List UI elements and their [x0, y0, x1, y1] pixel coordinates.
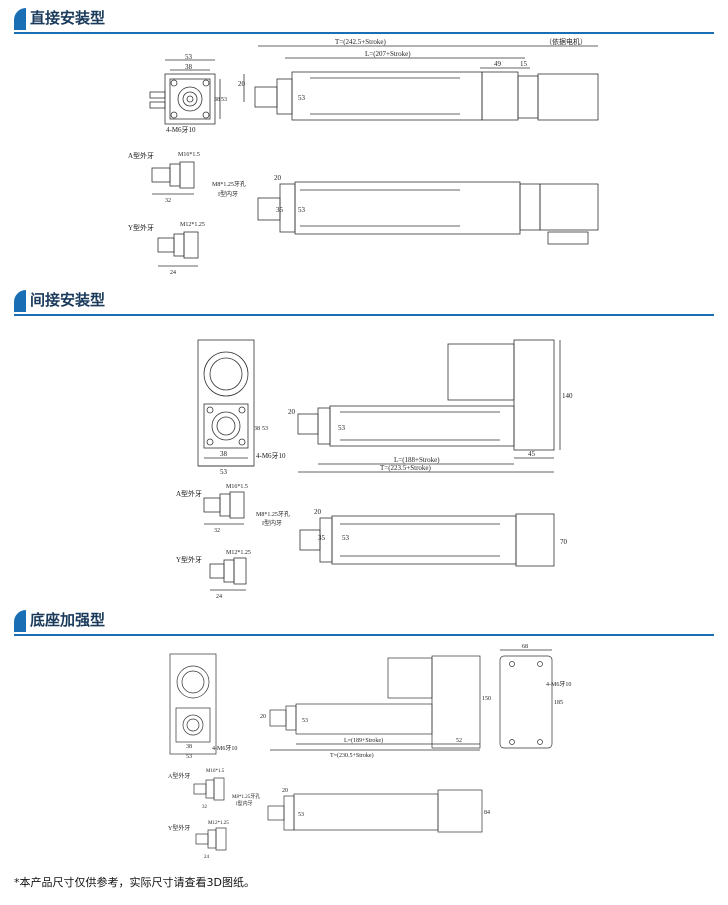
- dim-20: 20: [260, 714, 266, 720]
- dim-15: 15: [520, 60, 528, 68]
- dim-53: 53: [302, 718, 308, 724]
- dim-53: 53: [298, 94, 306, 102]
- dim-length: L=(189+Stroke): [344, 737, 383, 744]
- base-holes: 4-M6牙10: [546, 681, 571, 688]
- a-thread-length: 32: [202, 805, 208, 810]
- thread-details: [151, 161, 199, 267]
- section-tab-marker: [14, 290, 26, 312]
- inner-thread: M8*1.25牙孔: [212, 180, 246, 188]
- section-tab-marker: [14, 8, 26, 30]
- side-dim-53: 53: [342, 534, 350, 542]
- actuator-side-view: [299, 513, 555, 567]
- section-tab-marker: [14, 610, 26, 632]
- y-thread-length: 24: [216, 594, 222, 600]
- dim-holes: 4-M6牙10: [166, 126, 196, 134]
- base-mount-drawing: 38 53 4-M6牙10 20 53 150 L=(189+Stroke) 5…: [168, 644, 571, 860]
- dim-53: 53: [338, 424, 346, 432]
- dim-flange-38v: 38: [214, 97, 220, 103]
- a-thread-spec: M16*1.5: [178, 152, 200, 158]
- side-dim-35: 35: [318, 534, 326, 542]
- actuator-top-view: [269, 655, 481, 751]
- side-dim-53: 53: [298, 812, 304, 818]
- dim-flange-38v: 38: [254, 426, 260, 432]
- section-header-base: 底座加强型: [0, 606, 728, 636]
- section-header-indirect: 间接安装型: [0, 286, 728, 316]
- section-header-direct: 直接安装型: [0, 4, 728, 34]
- a-thread-label: A型外牙: [176, 489, 202, 498]
- flange-front-view: [149, 59, 221, 125]
- a-thread-label: A型外牙: [128, 151, 154, 160]
- side-dim-84: 84: [484, 810, 490, 816]
- base-plate-view: [499, 649, 553, 749]
- section-title: 底座加强型: [30, 611, 106, 629]
- section-rule: [14, 314, 714, 316]
- flange-front-view: [169, 653, 217, 755]
- side-dim-20: 20: [274, 174, 282, 182]
- dim-total: T=(223.5+Stroke): [380, 464, 432, 472]
- y-thread-length: 24: [170, 270, 176, 276]
- dim-total: T=(242.5+Stroke): [335, 38, 387, 46]
- dim-150: 150: [482, 696, 491, 702]
- dim-motor-note: （依据电机）: [545, 37, 587, 46]
- a-thread-length: 32: [165, 198, 171, 204]
- actuator-top-view: [297, 339, 561, 473]
- direct-mount-drawing: 53 38 38 53 4-M6牙10 T=(242.5+Stroke) （依据…: [128, 37, 599, 276]
- dim-flange-38: 38: [185, 63, 193, 71]
- y-thread-label: Y型外牙: [176, 555, 202, 564]
- y-thread-length: 24: [204, 855, 210, 860]
- actuator-side-view: [257, 181, 599, 245]
- dim-20: 20: [238, 80, 246, 88]
- inner-thread-type: I型内牙: [218, 190, 238, 198]
- dim-holes: 4-M6牙10: [212, 745, 237, 752]
- dim-flange-53: 53: [185, 53, 193, 61]
- dim-flange-53: 53: [220, 468, 228, 476]
- actuator-side-view: [267, 789, 483, 833]
- dim-140: 140: [562, 392, 573, 400]
- dim-total: T=(230.5+Stroke): [330, 752, 374, 759]
- dim-flange-53v: 53: [262, 426, 268, 432]
- inner-thread: M8*1.25牙孔: [256, 510, 290, 518]
- y-thread-label: Y型外牙: [128, 223, 154, 232]
- thread-details: [203, 491, 247, 591]
- section-title: 间接安装型: [30, 291, 106, 309]
- dim-flange-53v: 53: [221, 97, 227, 103]
- dim-length: L=(188+Stroke): [394, 456, 440, 464]
- a-thread-spec: M16*1.5: [226, 484, 248, 490]
- y-thread-spec: M12*1.25: [208, 821, 229, 826]
- a-thread-spec: M16*1.5: [206, 769, 225, 774]
- dim-flange-38: 38: [186, 744, 192, 750]
- a-thread-length: 32: [214, 528, 220, 534]
- inner-thread-type: I型内牙: [262, 519, 282, 527]
- y-thread-label: Y型外牙: [168, 824, 190, 832]
- side-dim-20: 20: [282, 788, 288, 794]
- actuator-top-view: [243, 45, 599, 121]
- dim-flange-38: 38: [220, 450, 228, 458]
- dim-49: 49: [494, 60, 502, 68]
- dim-length: L=(207+Stroke): [365, 50, 411, 58]
- side-dim-35: 35: [276, 206, 284, 214]
- dim-45: 45: [528, 450, 536, 458]
- inner-thread: M8*1.25牙孔: [232, 793, 260, 800]
- base-width: 68: [522, 644, 528, 650]
- dim-holes: 4-M6牙10: [256, 452, 286, 460]
- inner-thread-type: I型内牙: [236, 800, 253, 807]
- side-dim-53: 53: [298, 206, 306, 214]
- footnote: *本产品尺寸仅供参考，实际尺寸请查看3D图纸。: [14, 876, 255, 889]
- section-rule: [14, 634, 714, 636]
- base-height: 185: [554, 700, 563, 706]
- side-dim-20: 20: [314, 508, 322, 516]
- y-thread-spec: M12*1.25: [226, 550, 251, 556]
- dim-flange-53: 53: [186, 754, 192, 760]
- dim-20: 20: [288, 408, 296, 416]
- y-thread-spec: M12*1.25: [180, 222, 205, 228]
- section-title: 直接安装型: [30, 9, 106, 27]
- indirect-mount-drawing: 38 53 38 53 4-M6牙10 140 20 53 L=(188+Str…: [176, 339, 573, 600]
- side-dim-70: 70: [560, 538, 568, 546]
- a-thread-label: A型外牙: [168, 772, 190, 780]
- flange-front-view: [197, 339, 255, 467]
- thread-details: [193, 777, 227, 851]
- section-rule: [14, 32, 714, 34]
- dim-52: 52: [456, 738, 462, 744]
